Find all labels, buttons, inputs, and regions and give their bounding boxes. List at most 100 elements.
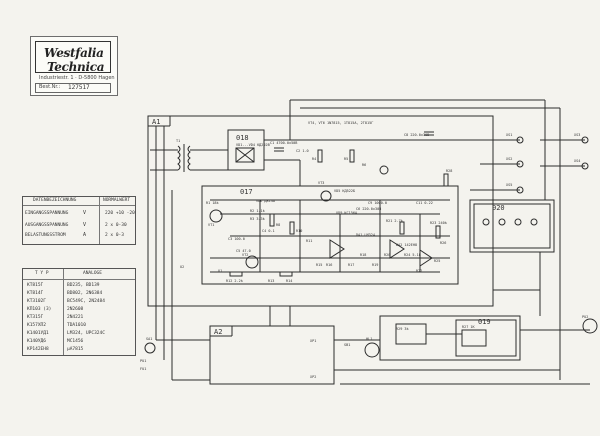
label-pu1: PU1 [140,359,146,363]
block-a1-outline [147,115,494,307]
terminal [514,218,522,226]
block-017-title: 017 [240,188,253,196]
transistor-vt5 [379,165,389,175]
block-018-title: 018 [236,134,249,142]
table-divider [23,279,135,280]
order-number-box: Best.Nr.: 127517 [35,83,111,93]
label-u2: U2 [180,265,184,269]
table-divider [99,197,100,244]
block-020-outline [469,199,555,253]
label-r10: R10 [296,229,302,233]
parts-row-analog: µA7815 [67,347,84,352]
socket-xs1 [516,136,524,144]
label-r22: R22 [416,269,422,273]
parts-row-analog: 2N2608 [67,307,84,312]
block-020-inner [473,203,551,249]
opamp-da1a [329,239,345,259]
label-u1: U1 [218,269,222,273]
label-t1: T1 [176,139,180,143]
ratings-header-value: NORMALWERT [103,198,131,203]
label-xs5: XS5 [506,183,512,187]
label-c1: C1 4700.0x50B [270,141,297,145]
label-hl1: HL1 [366,337,372,341]
block-017-outline [201,185,459,285]
label-xs2: XS2 [506,157,512,161]
label-vt4-group: VT4, VT6 1N7815, 1T815A, 2T815Г [308,121,373,125]
label-r16: R16 [326,263,332,267]
table-divider [23,205,135,206]
indicator-hl1 [364,342,380,358]
label-vd1-4: VD1...VD4 KД202B [236,143,270,147]
parts-header-type: T Y P [35,271,49,276]
company-logo-stamp: Westfalia Technica Industriestr. 1 · D-5… [30,36,118,96]
resistor-r5 [349,149,355,163]
parts-row-analog: LM324, UPC324C [67,331,105,336]
parts-table: T Y P ANALOGE KT815Г BD235, BD139 KT814Г… [22,268,136,356]
label-sa1: SA1 [146,337,152,341]
ratings-row-value: 2 x 0-3 [105,233,124,238]
ratings-row-symbol: V [83,210,87,216]
table-divider [63,269,64,355]
block-a1-title: A1 [152,118,160,126]
transistor-vt4 [320,190,332,202]
ratings-row-symbol: V [83,222,87,228]
diode-bridge-vd [209,209,223,223]
order-number-value: 127517 [68,84,90,91]
parts-row-type: KT3102Г [27,299,46,304]
label-r11: R11 [306,239,312,243]
parts-row-analog: MC1456 [67,339,84,344]
label-r13: R13 [268,279,274,283]
ratings-table: DATENBEZEICHNUNG NORMALWERT EINGANGSSPAN… [22,196,136,245]
block-019-inner [455,319,517,357]
ratings-row-label: EINGANGSSPANNUNG [25,211,69,216]
label-r19: R19 [372,263,378,267]
order-number-label: Best.Nr.: [39,84,61,90]
label-r18: R18 [360,253,366,257]
transformer-primary [177,145,181,171]
resistor-r27 [443,173,449,187]
logo-line-2: Technica [47,60,105,74]
label-r3: R3 3.3k [250,217,266,221]
socket-xs5 [516,186,524,194]
label-vd9: VD9 KC156A [336,211,358,215]
resistor-r21 [399,221,405,235]
parts-row-analog: BD802, 2N6384 [67,291,103,296]
parts-row-analog: BD235, BD139 [67,283,100,288]
resistor-r23 [435,225,441,239]
label-xs1: XS1 [506,133,512,137]
label-r6: R6 [362,163,366,167]
component-labels: VT4, VT6 1N7815, 1T815A, 2T815Г C8 220.0… [140,121,588,379]
label-da2: DA2 142ЕН8 [396,243,417,247]
resistor-r10 [289,221,295,235]
label-r15: R15 [316,263,322,267]
meter-pu2 [582,318,598,334]
parts-row-analog: BC549C, 2N2484 [67,299,105,304]
label-fu1: FU1 [140,367,146,371]
resistor-r4 [317,149,323,163]
label-c6: C6 220.0x30B [356,207,381,211]
label-sb1: SB1 [344,343,350,347]
ratings-row-value: 220 +10 -20 [105,211,135,216]
socket-xs2 [516,160,524,168]
ratings-row-label: BELASTUNGSSTROM [25,233,66,238]
label-vt2: VT2 [242,253,248,257]
block-019-outline [379,315,521,361]
label-c11: C11 0.22 [416,201,433,205]
label-c8: C8 220.0x30B [404,133,429,137]
label-c2: C2 1.0 [296,149,309,153]
label-r28: R28 [446,169,452,173]
resistor-r8 [269,213,275,227]
socket-xs4 [581,162,589,170]
ratings-row-label: AUSGANGSSPANNUNG [25,223,69,228]
parts-row-type: К1401УД1 [27,331,49,336]
logo-address: Industriestr. 1 · D-5800 Hagen [39,75,115,81]
block-a2-outline [209,325,335,385]
label-r8: R8 [276,223,280,227]
label-r1: R1 18k [206,201,220,205]
opamp-da1c [419,249,433,267]
label-vd6: VD6 Д814А [256,199,276,203]
terminal [482,218,490,226]
label-r12: R12 2.2k [226,279,244,283]
label-r14: R14 [286,279,292,283]
block-a2-title: A2 [214,328,222,336]
